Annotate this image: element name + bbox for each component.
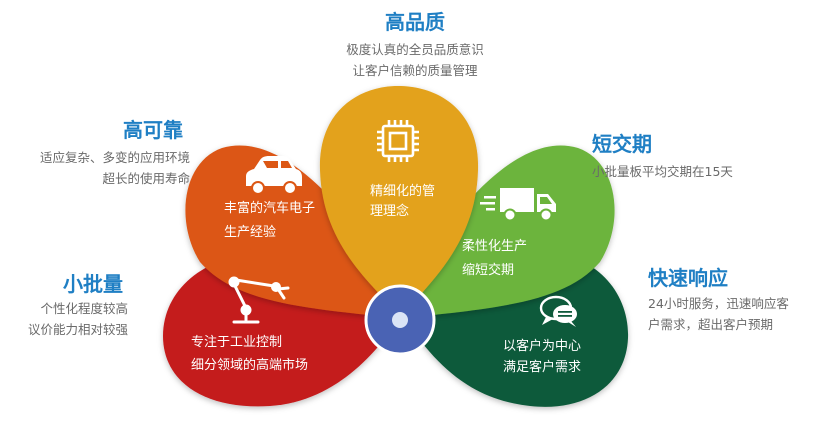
- label-fast-response: 快速响应 24小时服务，迅速响应客 户需求，超出客户预期: [648, 266, 828, 335]
- petal-orange-line2: 生产经验: [224, 224, 276, 240]
- chat-icon: [539, 295, 577, 327]
- label-fast-response-line2: 户需求，超出客户预期: [648, 317, 774, 332]
- petal-red-line2: 细分领域的高端市场: [191, 357, 308, 373]
- label-reliability: 高可靠 适应复杂、多变的应用环境 超长的使用寿命: [10, 118, 190, 189]
- petal-yellow-line2: 理理念: [370, 203, 409, 219]
- petal-red-line1: 专注于工业控制: [191, 335, 282, 350]
- label-quality-title: 高品质: [385, 10, 445, 34]
- label-small-batch-line1: 个性化程度较高: [40, 301, 128, 316]
- label-quality: 高品质 极度认真的全员品质意识 让客户信赖的质量管理: [330, 10, 500, 81]
- label-reliability-line1: 适应复杂、多变的应用环境: [39, 150, 190, 165]
- petal-green: [404, 145, 615, 318]
- label-small-batch-title: 小批量: [63, 272, 123, 296]
- robot-arm-icon: [228, 276, 290, 324]
- truck-icon: [480, 188, 556, 222]
- label-small-batch: 小批量 个性化程度较高 议价能力相对较强: [10, 272, 128, 340]
- label-quality-line2: 让客户信赖的质量管理: [352, 63, 478, 78]
- petal-orange-line1: 丰富的汽车电子: [224, 200, 315, 216]
- label-fast-response-line1: 24小时服务，迅速响应客: [648, 296, 789, 311]
- petal-green-line1: 柔性化生产: [462, 239, 527, 254]
- label-short-lead-line1: 小批量板平均交期在15天: [592, 164, 733, 179]
- car-icon: [246, 156, 302, 195]
- label-short-lead-title: 短交期: [592, 132, 652, 156]
- label-reliability-title: 高可靠: [123, 118, 183, 142]
- label-small-batch-line2: 议价能力相对较强: [27, 322, 128, 337]
- petal-green-line2: 缩短交期: [462, 262, 514, 278]
- petal-dark-green-line2: 满足客户需求: [503, 359, 581, 375]
- label-quality-line1: 极度认真的全员品质意识: [346, 42, 484, 57]
- petal-yellow: [319, 86, 479, 318]
- petal-orange: [185, 145, 398, 318]
- label-short-lead: 短交期 小批量板平均交期在15天: [592, 132, 792, 182]
- center-dot: [392, 312, 408, 328]
- label-fast-response-title: 快速响应: [648, 266, 728, 290]
- label-reliability-line2: 超长的使用寿命: [102, 171, 190, 186]
- petal-dark-green-line1: 以客户为中心: [503, 338, 581, 354]
- chip-icon: [377, 120, 419, 162]
- petal-yellow-line1: 精细化的管: [370, 183, 435, 199]
